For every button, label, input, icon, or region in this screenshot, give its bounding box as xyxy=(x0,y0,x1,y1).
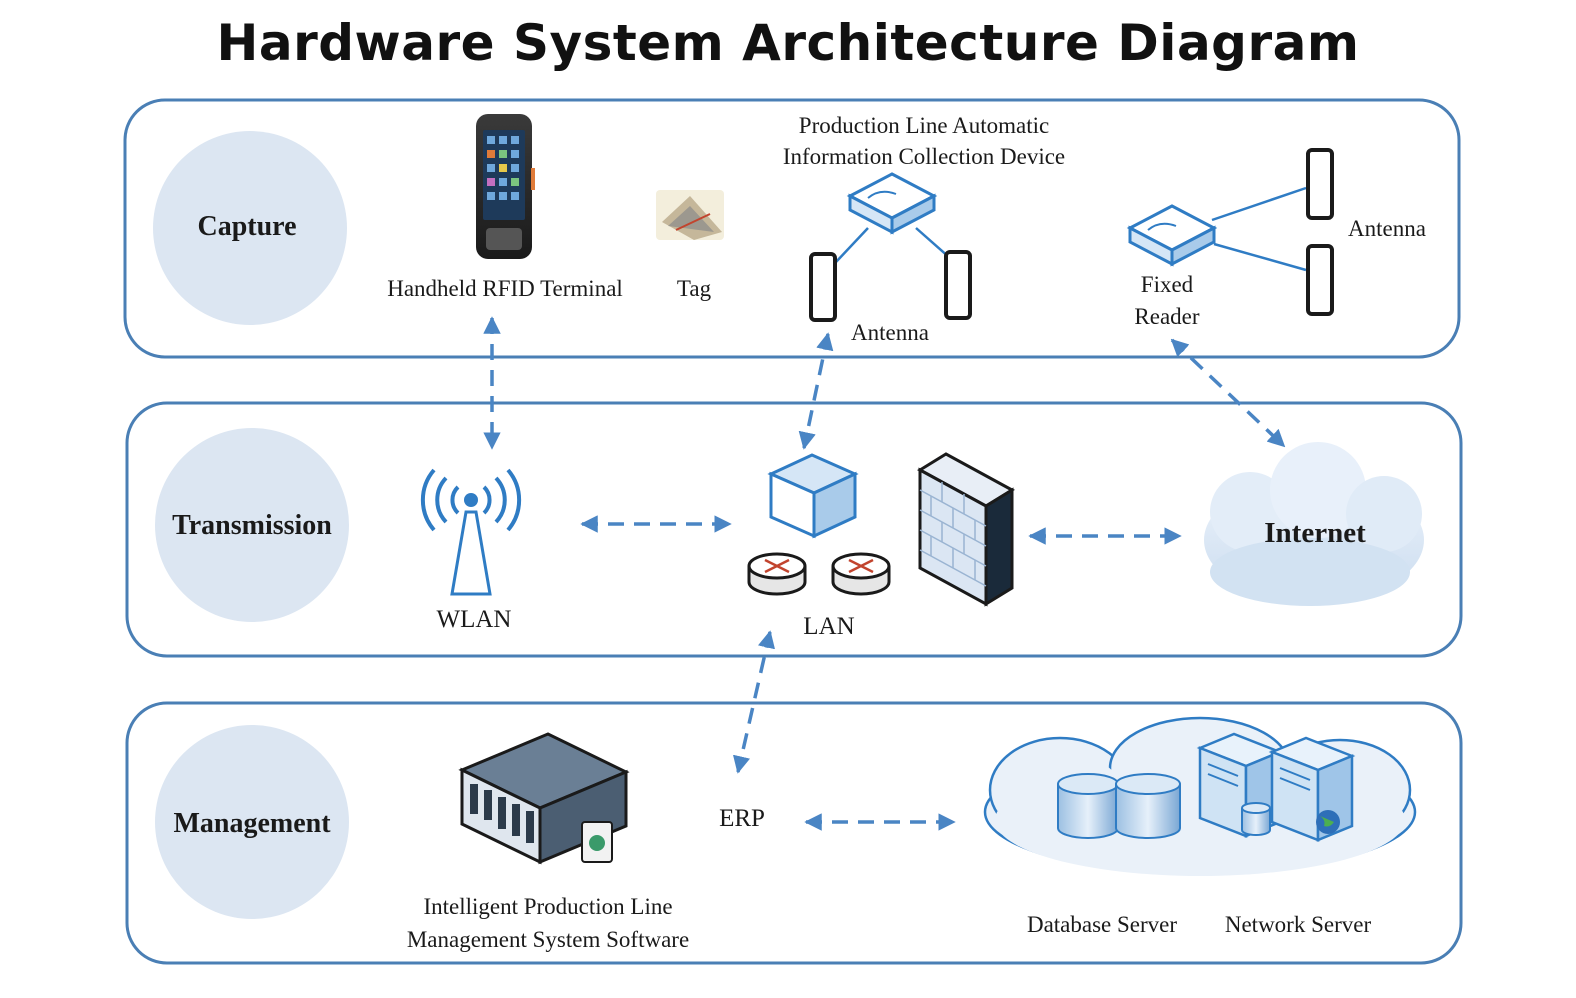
capture-layer-label: Capture xyxy=(197,211,296,242)
antenna-label-left: Antenna xyxy=(851,320,929,345)
erp-label: ERP xyxy=(719,805,765,832)
firewall-icon xyxy=(917,452,1015,607)
tag-icon xyxy=(656,190,724,240)
management-software-server-icon xyxy=(458,732,630,865)
wlan-tower-icon xyxy=(420,468,522,596)
management-layer-badge: Management xyxy=(155,725,349,919)
router-icon xyxy=(747,552,807,596)
internet-label: Internet xyxy=(1264,517,1366,549)
production-device-label-line2: Information Collection Device xyxy=(783,144,1065,169)
network-server-label: Network Server xyxy=(1225,912,1372,937)
lan-label: LAN xyxy=(803,613,854,640)
page-title: Hardware System Architecture Diagram xyxy=(216,14,1360,72)
handheld-rfid-terminal-label: Handheld RFID Terminal xyxy=(387,276,623,301)
capture-layer-badge: Capture xyxy=(153,131,347,325)
fixed-reader-label-line1: Fixed xyxy=(1141,272,1194,297)
production-device-label-line1: Production Line Automatic xyxy=(799,113,1049,138)
antenna-cable-right xyxy=(915,227,951,259)
reader-cable-upper xyxy=(1211,186,1307,222)
transmission-panel xyxy=(125,401,1463,658)
antenna-icon xyxy=(809,252,837,322)
antenna-icon xyxy=(1306,148,1334,220)
production-collection-device-icon xyxy=(846,172,938,235)
software-label-line1: Intelligent Production Line xyxy=(423,894,672,919)
tag-label: Tag xyxy=(677,276,712,301)
wlan-label: WLAN xyxy=(437,606,512,633)
network-server-icon xyxy=(1196,732,1356,842)
antenna-label-right: Antenna xyxy=(1348,216,1426,241)
fixed-reader-label-line2: Reader xyxy=(1134,304,1199,329)
lan-switch-icon xyxy=(767,453,859,539)
router-icon xyxy=(831,552,891,596)
database-server-label: Database Server xyxy=(1027,912,1177,937)
management-panel xyxy=(125,701,1463,965)
arrow-lan-erp xyxy=(732,630,776,774)
internet-cloud-icon xyxy=(1204,442,1424,606)
antenna-icon xyxy=(1306,244,1334,316)
capture-panel xyxy=(123,98,1461,359)
software-label-line2: Management System Software xyxy=(407,927,689,952)
handheld-rfid-terminal-icon xyxy=(476,114,535,259)
reader-cable-lower xyxy=(1213,242,1307,272)
management-layer-label: Management xyxy=(173,808,331,839)
transmission-layer-badge: Transmission xyxy=(155,428,349,622)
antenna-cable-left xyxy=(835,227,869,263)
transmission-layer-label: Transmission xyxy=(172,510,332,541)
antenna-icon xyxy=(944,250,972,320)
database-server-icon xyxy=(1057,773,1181,839)
fixed-reader-icon xyxy=(1126,204,1218,267)
arrow-antenna-lan xyxy=(798,332,834,450)
